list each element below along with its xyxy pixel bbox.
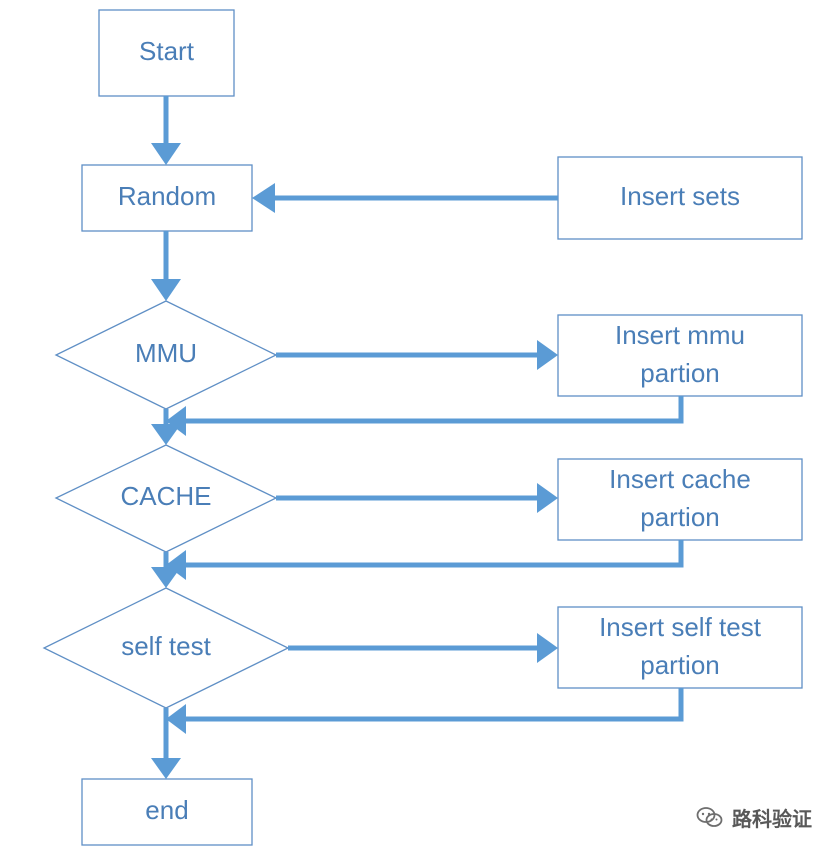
insert-self-test-label-line2: partion xyxy=(640,650,720,680)
random-box xyxy=(81,164,253,232)
watermark-text: 路科验证 xyxy=(732,807,812,831)
cache-label: CACHE xyxy=(120,481,211,511)
insert-mmu-label-line2: partion xyxy=(640,358,720,388)
insert-self-test-box xyxy=(557,606,803,689)
start-label: Start xyxy=(139,36,195,66)
end-label: end xyxy=(145,795,188,825)
arrow-insert-self-test-return xyxy=(186,688,684,722)
insert-sets-label: Insert sets xyxy=(620,181,740,211)
arrowhead-down-cache xyxy=(151,424,181,445)
insert-mmu-label-line1: Insert mmu xyxy=(615,320,745,350)
arrowhead-left-return-cache xyxy=(166,550,186,580)
mmu-label: MMU xyxy=(135,338,197,368)
arrowhead-left-return-self-test xyxy=(166,704,186,734)
arrowhead-left-random xyxy=(252,183,275,213)
end-box xyxy=(81,778,253,846)
arrowhead-right-insert-mmu xyxy=(537,340,558,370)
arrowhead-left-return-mmu xyxy=(166,406,186,436)
arrowhead-down-mmu xyxy=(151,279,181,301)
watermark: 路科验证 xyxy=(696,803,812,832)
insert-cache-label-line1: Insert cache xyxy=(609,464,751,494)
insert-sets-box xyxy=(557,156,803,240)
arrowhead-down-end xyxy=(151,758,181,779)
wechat-icon xyxy=(696,806,723,827)
insert-mmu-box xyxy=(557,314,803,397)
start-box xyxy=(98,9,235,97)
insert-cache-label-line2: partion xyxy=(640,502,720,532)
arrow-insert-mmu-return xyxy=(186,396,684,424)
arrowhead-right-insert-self-test xyxy=(537,633,558,663)
arrowhead-down-self-test xyxy=(151,567,181,588)
self-test-label: self test xyxy=(121,631,211,661)
insert-self-test-label-line1: Insert self test xyxy=(599,612,762,642)
arrow-insert-cache-return xyxy=(186,540,684,568)
arrowhead-down-random xyxy=(151,143,181,165)
random-label: Random xyxy=(118,181,216,211)
arrowhead-right-insert-cache xyxy=(537,483,558,513)
